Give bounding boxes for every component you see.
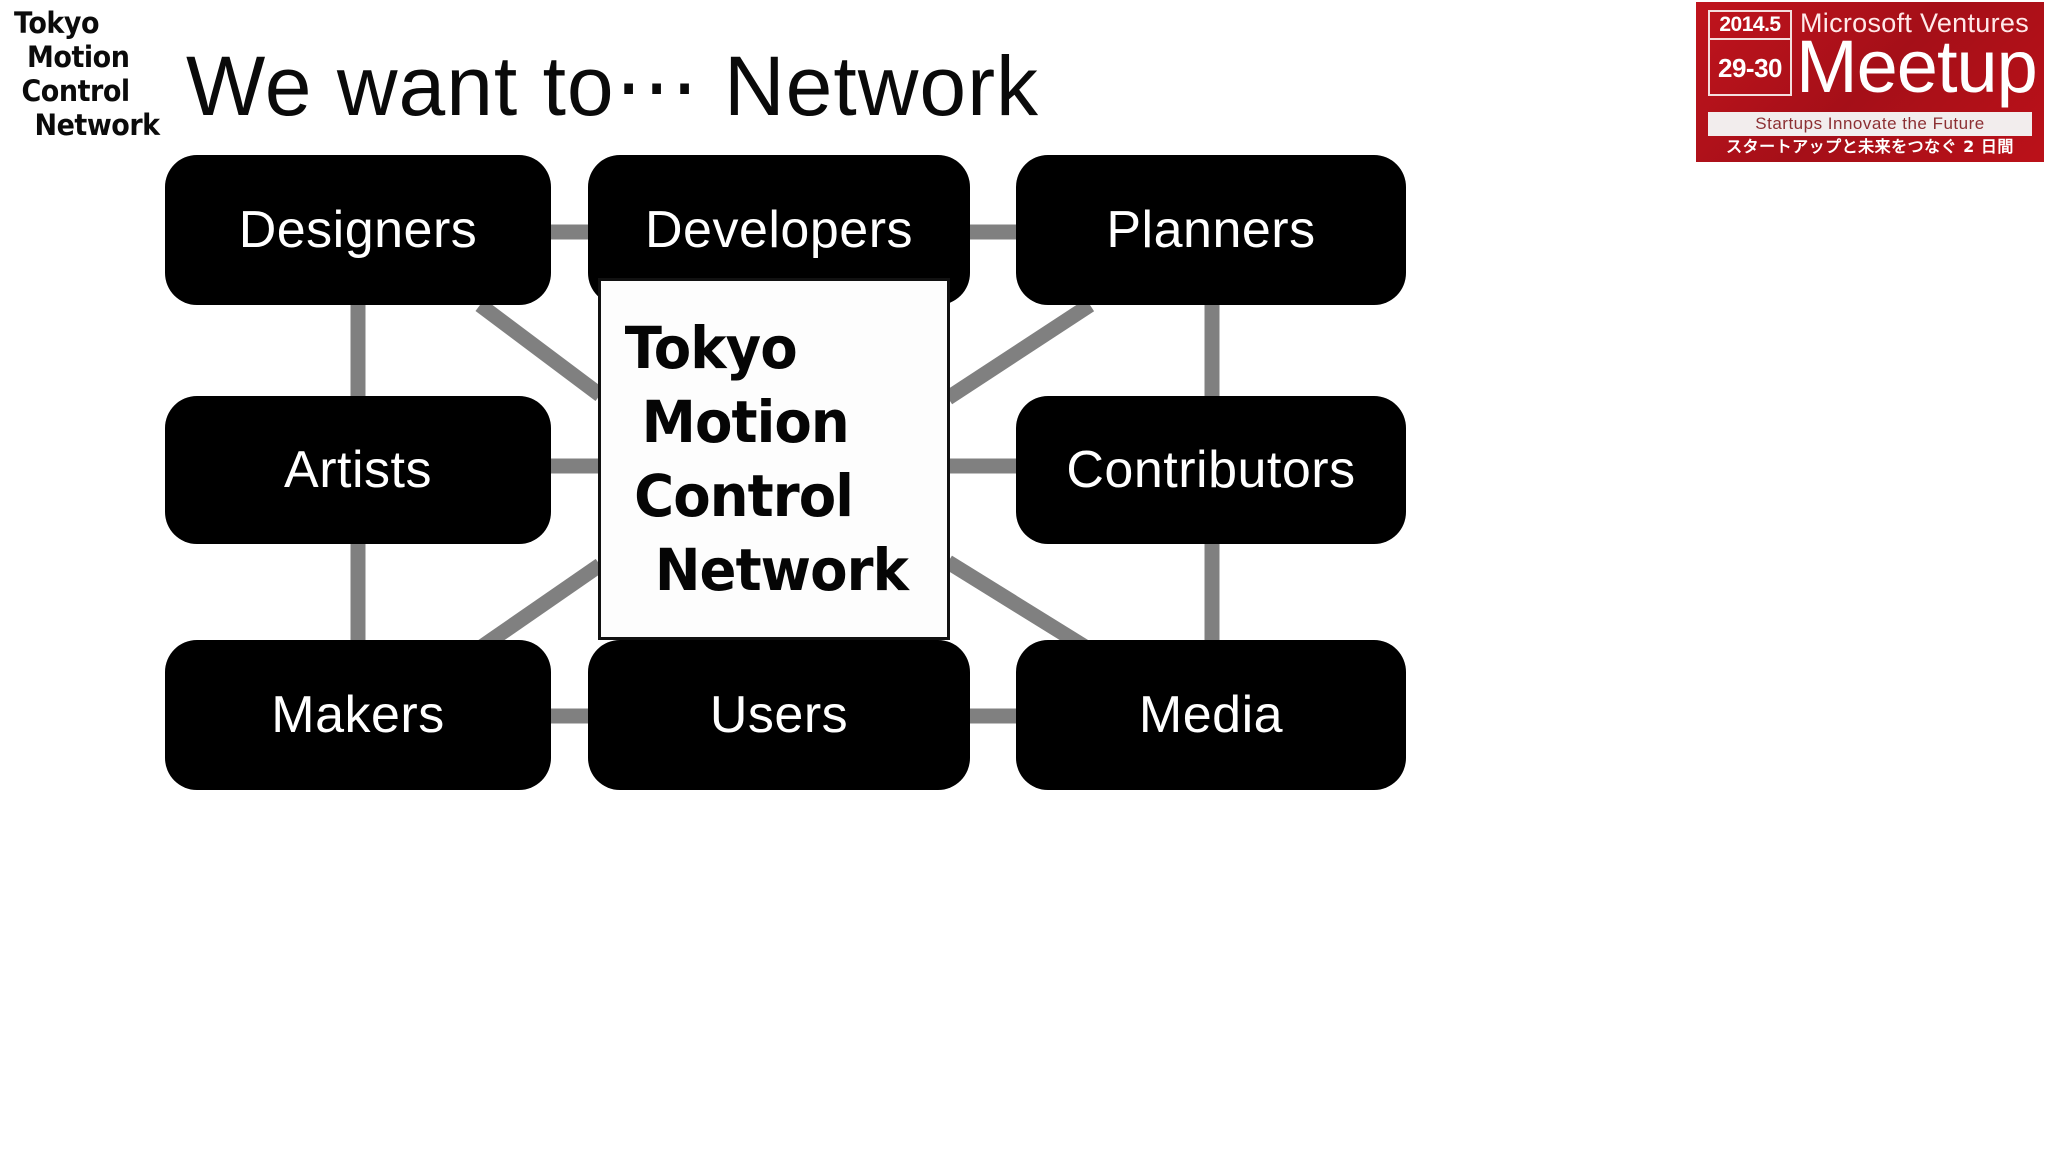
brand-logo-line-4: Network (34, 108, 160, 142)
center-logo-line-2: Motion (642, 388, 850, 456)
edge-center-media (944, 555, 1094, 657)
event-badge-year: 2014.5 (1710, 12, 1790, 40)
brand-logo: Tokyo Motion Control Network (14, 6, 171, 142)
node-artists[interactable]: Artists (165, 396, 551, 544)
page-title: We want to⋯ Network (186, 39, 1040, 133)
brand-logo-line-3: Control (21, 74, 130, 108)
brand-logo-line-1: Tokyo (14, 6, 100, 40)
node-planners-label: Planners (1106, 201, 1316, 259)
node-makers[interactable]: Makers (165, 640, 551, 790)
node-contributors-label: Contributors (1066, 441, 1356, 499)
node-users[interactable]: Users (588, 640, 970, 790)
node-contributors[interactable]: Contributors (1016, 396, 1406, 544)
event-badge-date: 2014.5 29-30 (1708, 10, 1792, 96)
event-badge-event-name: Meetup (1796, 25, 2038, 108)
node-media-label: Media (1138, 686, 1284, 744)
node-planners[interactable]: Planners (1016, 155, 1406, 305)
center-logo-line-4: Network (655, 536, 909, 604)
edge-planners-center (943, 298, 1095, 405)
node-designers-label: Designers (238, 201, 478, 259)
event-badge-tagline-jp: スタートアップと未来をつなぐ 2 日間 (1726, 137, 2014, 156)
node-media[interactable]: Media (1016, 640, 1406, 790)
event-badge-organizer: Microsoft Ventures (1800, 8, 2029, 38)
slide-header: Tokyo Motion Control Network We want to⋯… (0, 0, 2048, 190)
event-badge-days: 29-30 (1718, 53, 1783, 83)
center-logo-line-3: Control (634, 462, 855, 530)
node-designers[interactable]: Designers (165, 155, 551, 305)
event-badge: 2014.5 29-30 Microsoft Ventures Meetup S… (1696, 2, 2044, 162)
node-developers-label: Developers (644, 201, 914, 259)
center-logo-line-1: Tokyo (625, 314, 798, 382)
brand-logo-line-2: Motion (27, 40, 130, 74)
center-logo-text: Tokyo Motion Control Network (621, 311, 926, 607)
event-badge-tagline: Startups Innovate the Future (1708, 112, 2032, 136)
node-artists-label: Artists (284, 441, 432, 499)
center-logo-card: Tokyo Motion Control Network (598, 278, 950, 640)
edge-center-makers (475, 558, 605, 655)
node-makers-label: Makers (271, 686, 445, 744)
edge-designers-center (475, 299, 605, 401)
node-users-label: Users (709, 686, 849, 744)
